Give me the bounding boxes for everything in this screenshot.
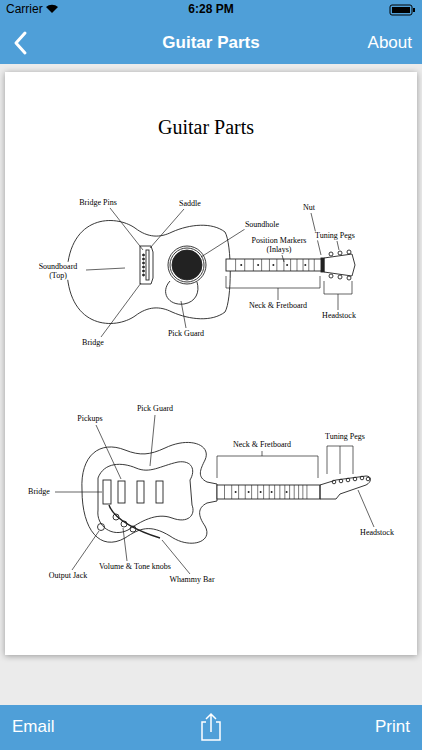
electric-headstock (320, 476, 371, 499)
part-label: Soundboard (Top) (32, 262, 84, 280)
part-label: Neck & Fretboard (232, 440, 292, 449)
acoustic-pick-guard (166, 281, 198, 304)
part-label: Volume & Tone knobs (98, 562, 172, 571)
leader-lines (55, 415, 374, 574)
bridge-pins (143, 254, 145, 276)
electric-neck (217, 485, 320, 499)
part-label: Pick Guard (136, 404, 174, 413)
part-label: Whammy Bar (168, 575, 215, 584)
acoustic-tuning-pegs (329, 250, 351, 280)
nav-bar (0, 0, 422, 64)
battery-icon (390, 5, 415, 15)
soundhole (172, 250, 202, 280)
part-label: Nut (302, 203, 316, 212)
acoustic-headstock (324, 254, 355, 276)
acoustic-body (67, 221, 230, 324)
electric-body (82, 442, 217, 543)
pickup (118, 481, 125, 503)
nav-button: About (368, 33, 412, 53)
nav-title: Guitar Parts (162, 33, 259, 53)
part-label: Pickups (76, 414, 103, 423)
toolbar-button: Email (12, 717, 55, 737)
page-card (5, 72, 417, 655)
tool-bar (0, 705, 422, 750)
acoustic-guitar (67, 221, 355, 324)
pickup (156, 481, 163, 503)
back-chevron (16, 33, 25, 53)
part-label: Tuning Pegs (324, 432, 366, 441)
rosette (170, 248, 204, 282)
clock: 6:28 PM (188, 3, 233, 17)
acoustic-neck (226, 259, 322, 271)
part-label: Position Markers (Inlays) (247, 236, 311, 254)
pickup (137, 481, 144, 503)
part-label: Bridge Pins (78, 198, 118, 207)
part-label: Tuning Pegs (314, 231, 356, 240)
share-icon (202, 714, 220, 740)
part-label: Headstock (321, 311, 357, 320)
saddle (146, 250, 149, 280)
toolbar-button: Print (375, 717, 410, 737)
electric-tuning-pegs (332, 476, 370, 484)
whammy-bar (109, 505, 160, 538)
part-label: Soundhole (244, 220, 280, 229)
part-label: Headstock (359, 528, 395, 537)
frets (236, 259, 315, 271)
leader-lines (86, 208, 352, 337)
part-label: Bridge (81, 338, 105, 347)
frets (225, 485, 307, 499)
electric-guitar (82, 442, 371, 543)
output-jack (98, 524, 105, 531)
electric-pick-guard (98, 462, 193, 533)
part-label: Saddle (178, 199, 202, 208)
part-label: Pick Guard (167, 329, 205, 338)
rosette (168, 246, 206, 284)
carrier-name: Carrier (6, 3, 43, 17)
wifi-icon (46, 5, 58, 13)
electric-bridge (103, 480, 111, 504)
diagram-title: Guitar Parts (157, 116, 255, 139)
part-label: Bridge (27, 487, 51, 496)
acoustic-bridge (140, 246, 153, 284)
part-label: Neck & Fretboard (248, 301, 308, 310)
part-label: Output Jack (48, 571, 88, 580)
